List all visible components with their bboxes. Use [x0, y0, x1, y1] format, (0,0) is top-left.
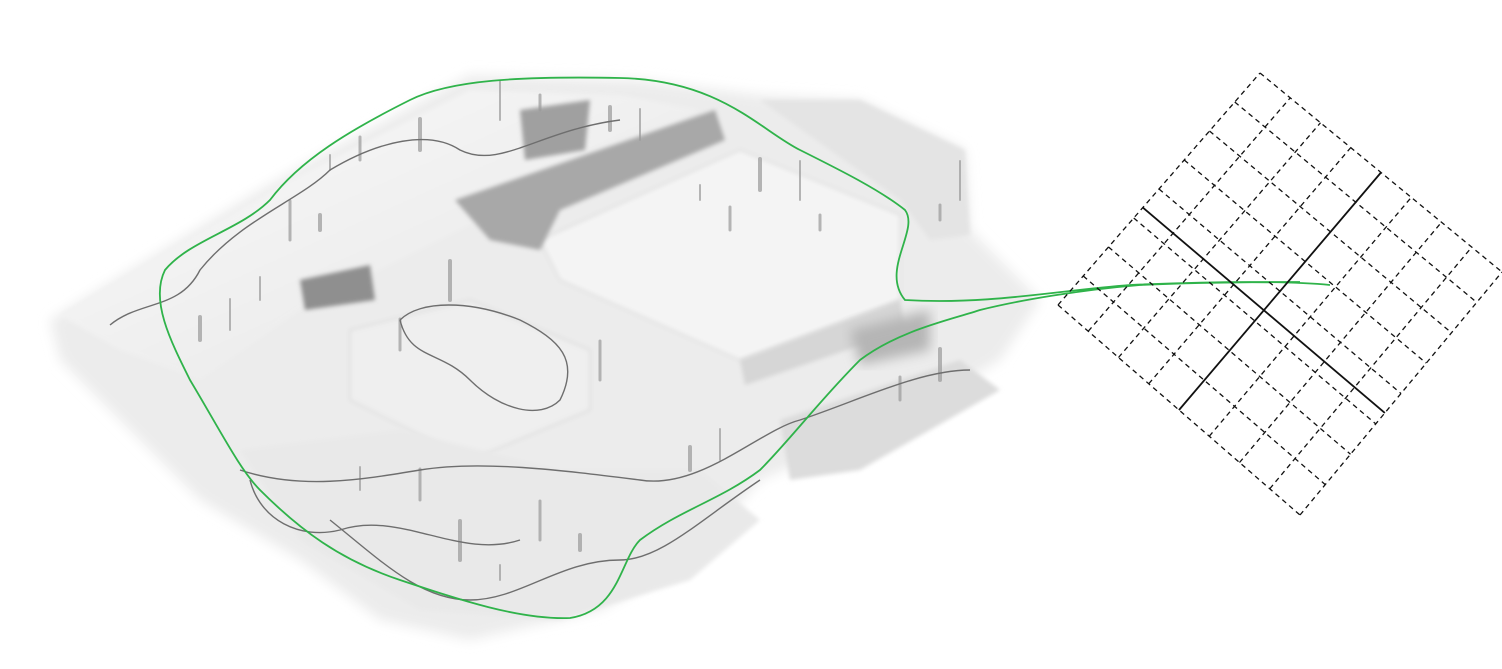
grid-line	[1239, 221, 1442, 463]
grid-line	[1118, 122, 1321, 358]
shadow-accent	[300, 265, 375, 310]
circulation-path	[249, 479, 521, 546]
circulation-paths	[109, 119, 971, 601]
grid-line	[1133, 217, 1377, 425]
dashed-grid-plane	[1057, 72, 1502, 516]
grid-line	[1208, 196, 1412, 437]
plaza-side	[740, 300, 905, 385]
shadow-accent	[850, 310, 930, 365]
isometric-site-model	[50, 75, 1040, 640]
grid-line	[1158, 188, 1402, 394]
green-boundary-loop	[158, 76, 1331, 619]
left-block	[60, 90, 700, 380]
vertical-fins	[198, 80, 961, 581]
solid-axis-line	[1178, 171, 1382, 411]
circulation-path	[109, 119, 621, 326]
grid-line	[1269, 246, 1473, 490]
circulation-path	[329, 479, 761, 601]
east-strip	[780, 360, 1000, 480]
circulation-path	[399, 304, 569, 412]
grid-line	[1299, 271, 1502, 516]
right-wing	[760, 100, 970, 240]
shadow-accent	[520, 100, 590, 160]
circulation-path	[239, 369, 971, 483]
grid-line	[1108, 246, 1351, 455]
bridge-block	[455, 110, 725, 250]
